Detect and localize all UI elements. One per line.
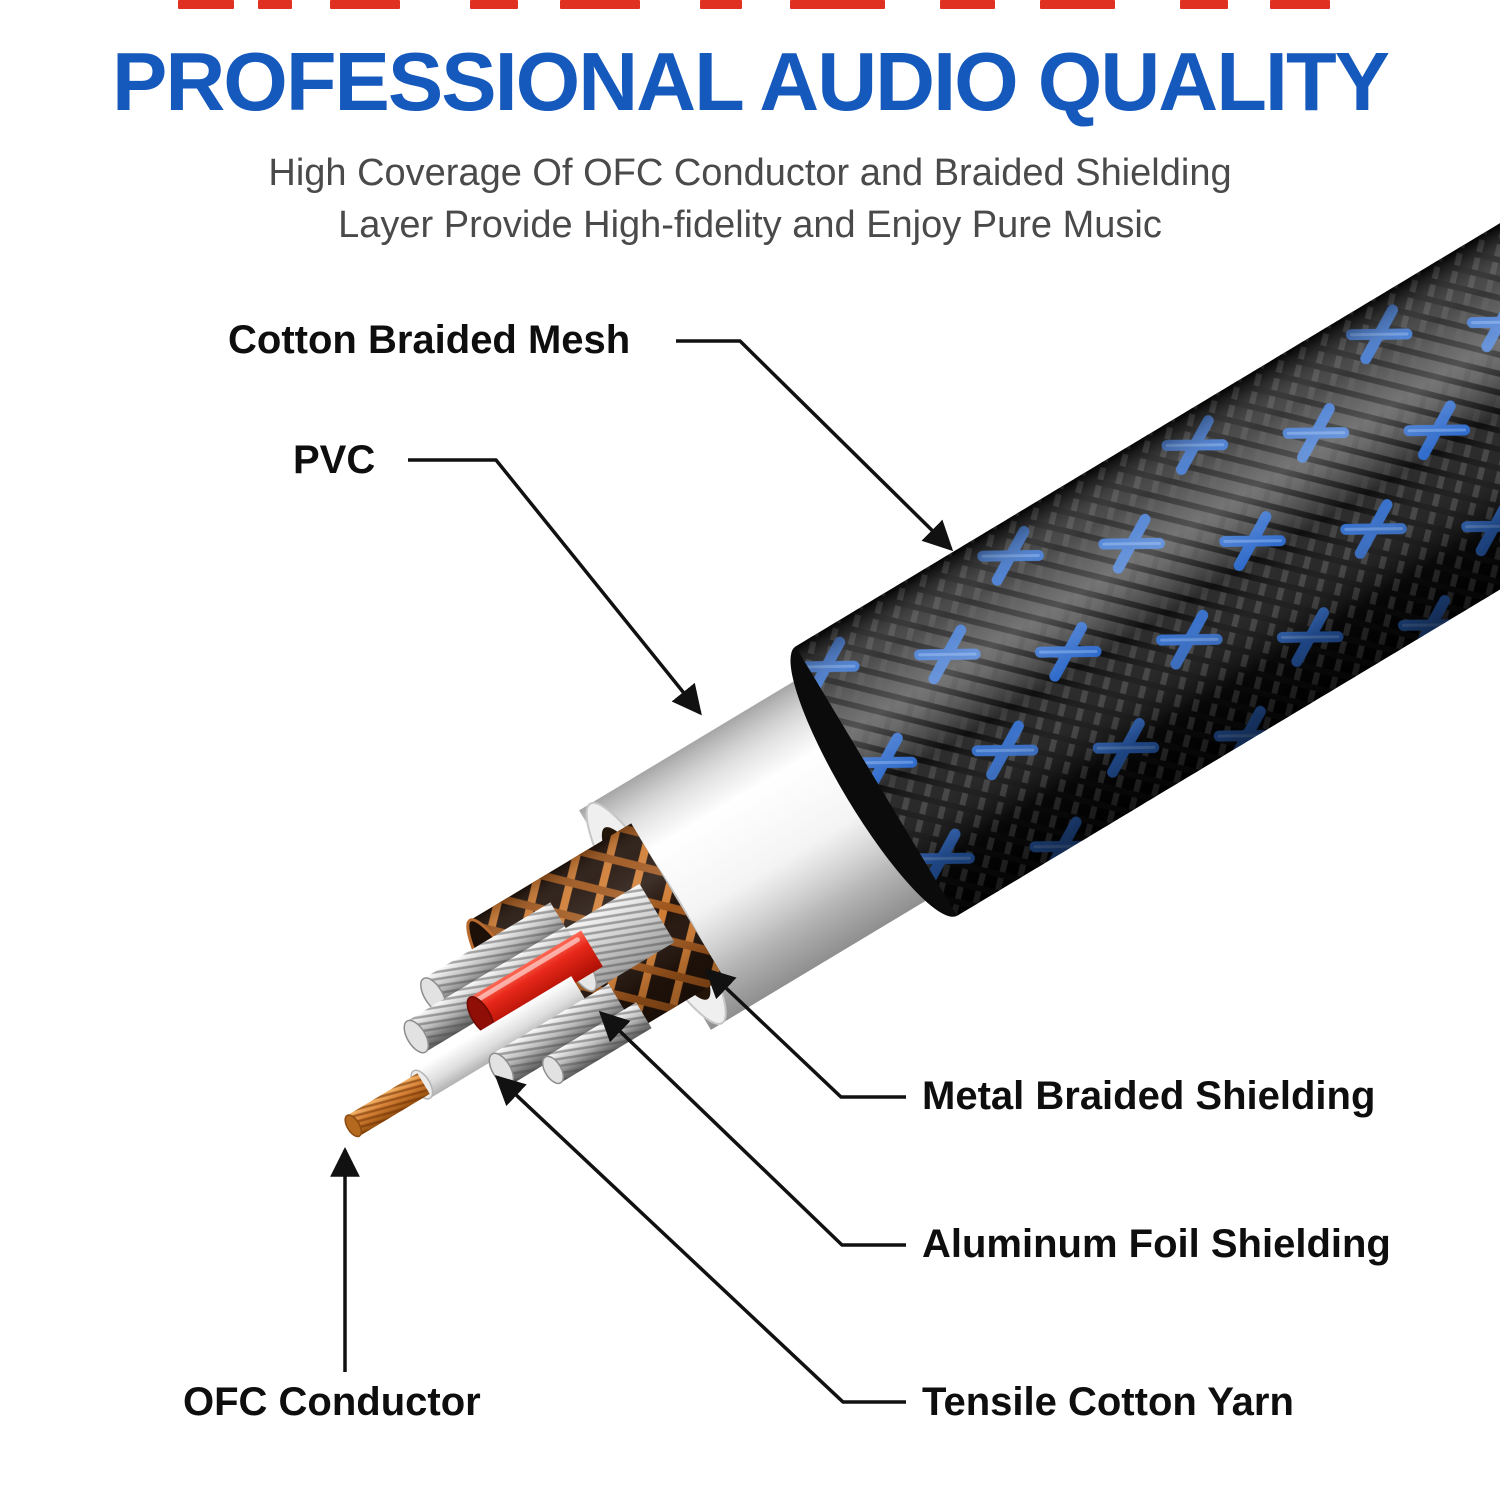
silver-stranded-wire [488, 983, 628, 1087]
braided-jacket [790, 0, 1500, 917]
label-cotton-braided-mesh: Cotton Braided Mesh [228, 318, 631, 362]
label-tensile-cotton-yarn: Tensile Cotton Yarn [922, 1380, 1294, 1424]
label-ofc-conductor: OFC Conductor [183, 1380, 481, 1424]
callout-line-pvc [408, 458, 702, 716]
callout-line-tensile-cotton-yarn [494, 1074, 906, 1404]
subtitle-line-1: High Coverage Of OFC Conductor and Braid… [268, 152, 1232, 194]
label-pvc: PVC [293, 438, 376, 482]
label-metal-braided-shielding: Metal Braided Shielding [922, 1074, 1376, 1118]
silver-stranded-wire [420, 902, 570, 1013]
cable-body [344, 0, 1500, 1138]
subtitle-line-2: Layer Provide High-fidelity and Enjoy Pu… [338, 204, 1162, 246]
page-title: PROFESSIONAL AUDIO QUALITY [111, 35, 1390, 128]
callout-line-metal-braided-shielding [704, 967, 906, 1099]
callout-line-cotton-braided-mesh [676, 339, 954, 552]
callout-line-aluminum-foil-shielding [598, 1010, 906, 1247]
label-aluminum-foil-shielding: Aluminum Foil Shielding [922, 1222, 1391, 1266]
ofc-copper-conductor [344, 1073, 430, 1138]
